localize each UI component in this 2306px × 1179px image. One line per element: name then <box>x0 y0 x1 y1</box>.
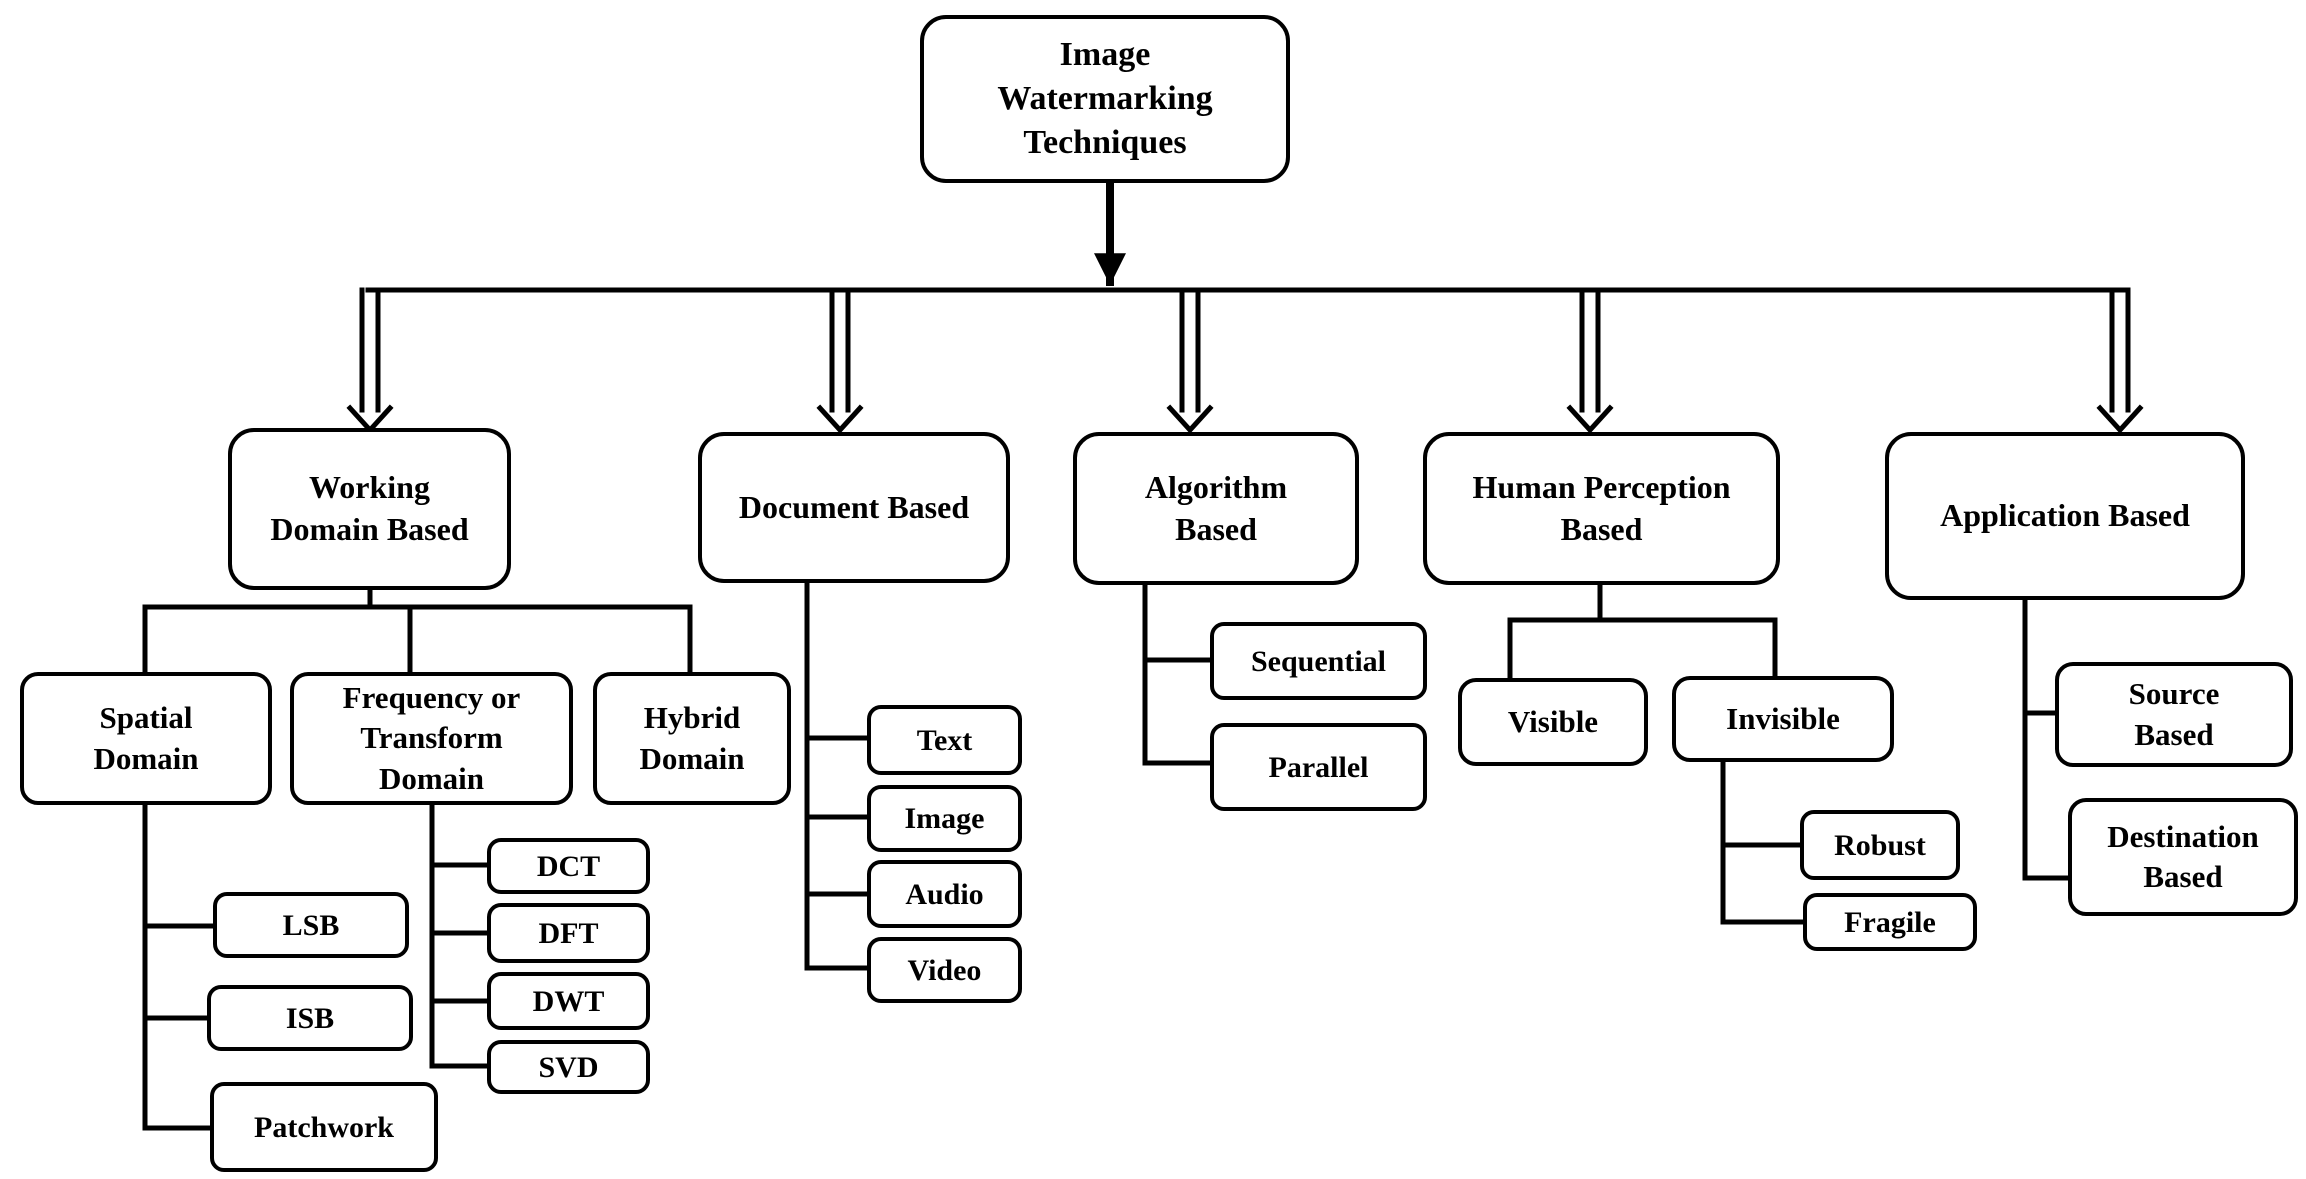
leaf-sequential: Sequential <box>1210 622 1427 700</box>
arrow-human-perception <box>1566 287 1614 434</box>
invisible-box: Invisible <box>1672 676 1894 762</box>
category-algorithm: Algorithm Based <box>1073 432 1359 585</box>
arrow-application <box>2096 287 2144 434</box>
leaf-dft: DFT <box>487 903 650 963</box>
hybrid-domain-box: Hybrid Domain <box>593 672 791 805</box>
leaf-patchwork: Patchwork <box>210 1082 438 1172</box>
leaf-lsb: LSB <box>213 892 409 958</box>
leaf-dct: DCT <box>487 838 650 894</box>
leaf-parallel: Parallel <box>1210 723 1427 811</box>
visible-box: Visible <box>1458 678 1648 766</box>
category-application: Application Based <box>1885 432 2245 600</box>
leaf-text: Text <box>867 705 1022 775</box>
leaf-video: Video <box>867 937 1022 1003</box>
leaf-image: Image <box>867 785 1022 852</box>
leaf-fragile: Fragile <box>1803 893 1977 951</box>
root-box: Image Watermarking Techniques <box>920 15 1290 183</box>
spatial-domain-box: Spatial Domain <box>20 672 272 805</box>
category-working-domain: Working Domain Based <box>228 428 511 590</box>
destination-based-box: Destination Based <box>2068 798 2298 916</box>
connector-lines <box>142 179 2144 1131</box>
category-human-perception: Human Perception Based <box>1423 432 1780 585</box>
arrow-algorithm <box>1166 287 1214 434</box>
leaf-audio: Audio <box>867 860 1022 928</box>
leaf-isb: ISB <box>207 985 413 1051</box>
leaf-dwt: DWT <box>487 972 650 1030</box>
source-based-box: Source Based <box>2055 662 2293 767</box>
leaf-robust: Robust <box>1800 810 1960 880</box>
frequency-domain-box: Frequency or Transform Domain <box>290 672 573 805</box>
category-document: Document Based <box>698 432 1010 583</box>
leaf-svd: SVD <box>487 1040 650 1094</box>
arrow-working-domain <box>346 287 394 434</box>
arrow-document <box>816 287 864 434</box>
